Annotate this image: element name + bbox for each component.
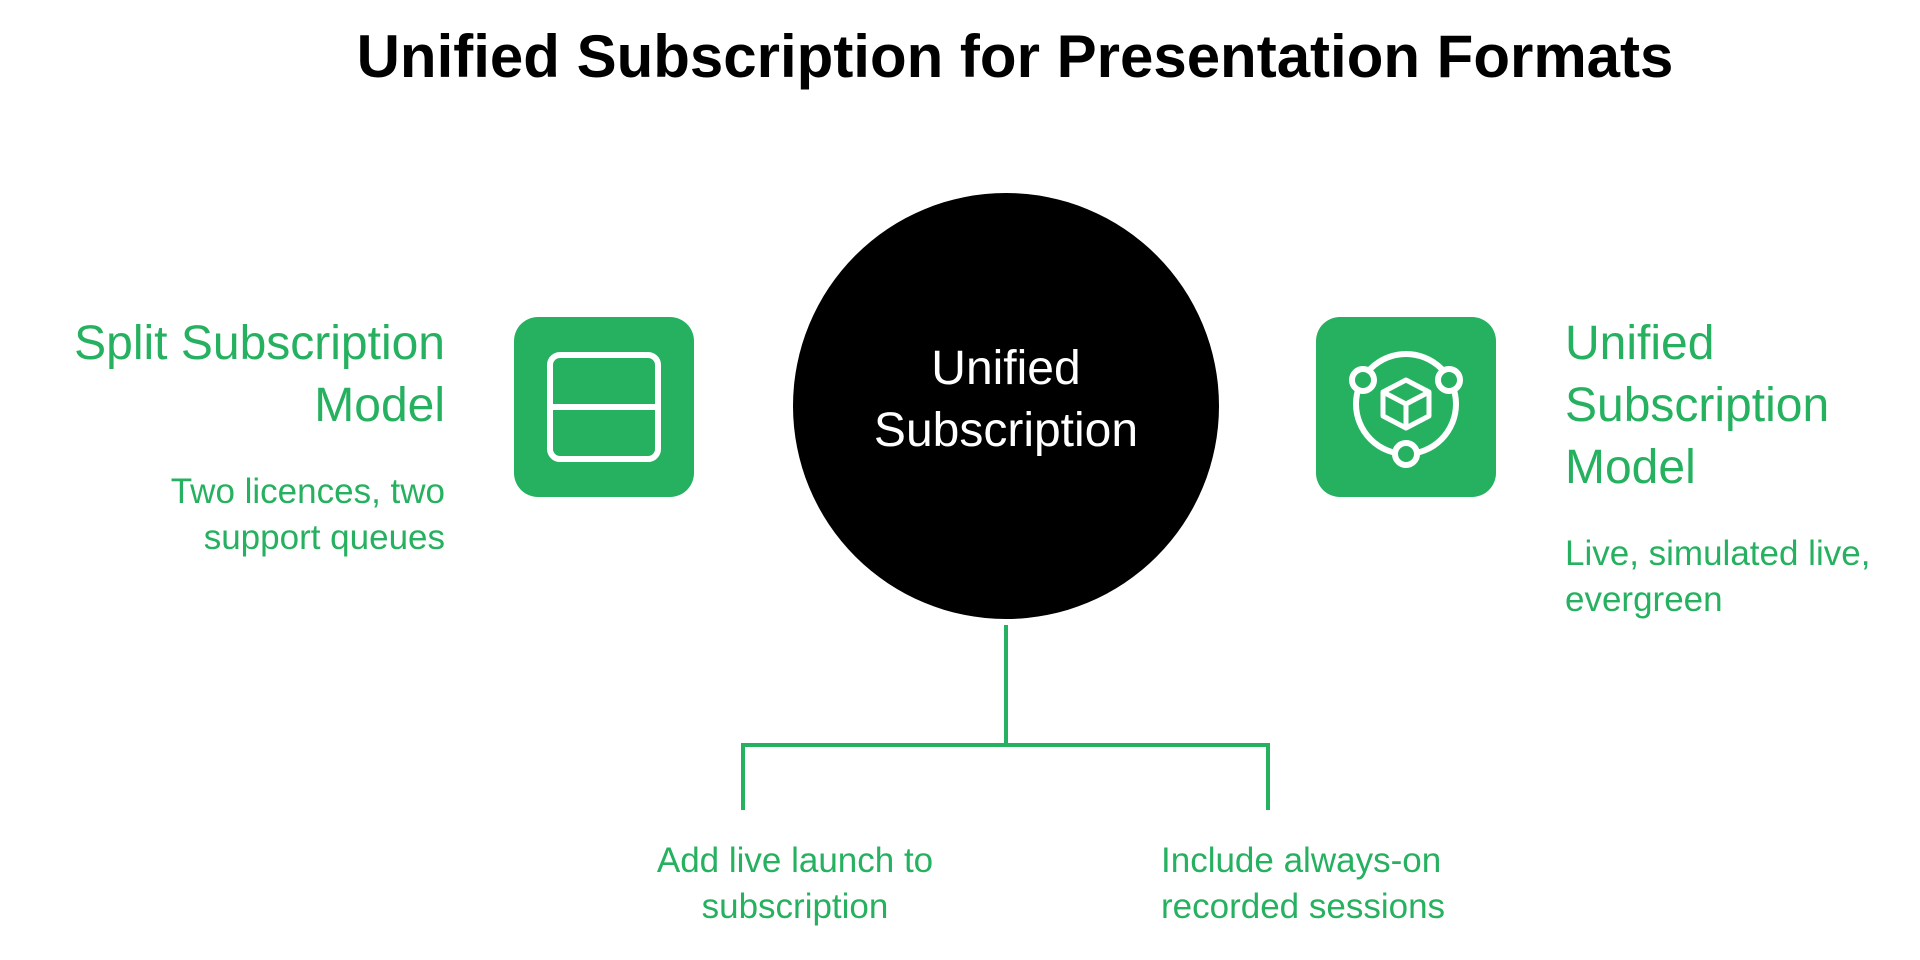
connected-cube-icon-graphic xyxy=(1349,351,1463,468)
unified-model-description: Live, simulated live, evergreen xyxy=(1565,531,1920,623)
title-container: Unified Subscription for Presentation Fo… xyxy=(0,22,1920,102)
split-model-description: Two licences, two support queues xyxy=(100,469,445,561)
diagram-title: Unified Subscription for Presentation Fo… xyxy=(356,23,1674,90)
unified-heading-line-3: Model xyxy=(1565,441,1696,494)
unified-desc-line-2: evergreen xyxy=(1565,580,1723,619)
unified-desc-line-1: Live, simulated live, xyxy=(1565,534,1871,573)
branch-right-line-1: Include always-on xyxy=(1161,841,1442,880)
split-model-heading: Split Subscription Model xyxy=(20,313,445,437)
center-label-line-2: Subscription xyxy=(873,404,1139,457)
connected-cube-icon xyxy=(1316,317,1496,497)
center-node: Unified Subscription xyxy=(793,193,1219,619)
branch-left-line-2: subscription xyxy=(701,887,889,926)
unified-heading-line-2: Subscription xyxy=(1565,379,1830,432)
unified-heading-line-1: Unified xyxy=(1565,317,1715,370)
split-desc-line-1: Two licences, two xyxy=(170,472,445,511)
center-label-line-1: Unified xyxy=(931,342,1081,395)
branch-right-line-2: recorded sessions xyxy=(1161,887,1446,926)
branch-left-line-1: Add live launch to xyxy=(656,841,934,880)
split-desc-line-2: support queues xyxy=(203,518,445,557)
branch-live-launch: Add live launch to subscription xyxy=(620,838,970,930)
unified-model-heading: Unified Subscription Model xyxy=(1565,313,1910,499)
split-heading-line-2: Model xyxy=(314,379,445,432)
split-panel-icon xyxy=(514,317,694,497)
center-node-label: Unified Subscription xyxy=(846,338,1166,462)
split-heading-line-1: Split Subscription xyxy=(74,317,445,370)
branch-recorded-sessions: Include always-on recorded sessions xyxy=(1161,838,1501,930)
split-panel-icon-graphic xyxy=(547,352,661,462)
